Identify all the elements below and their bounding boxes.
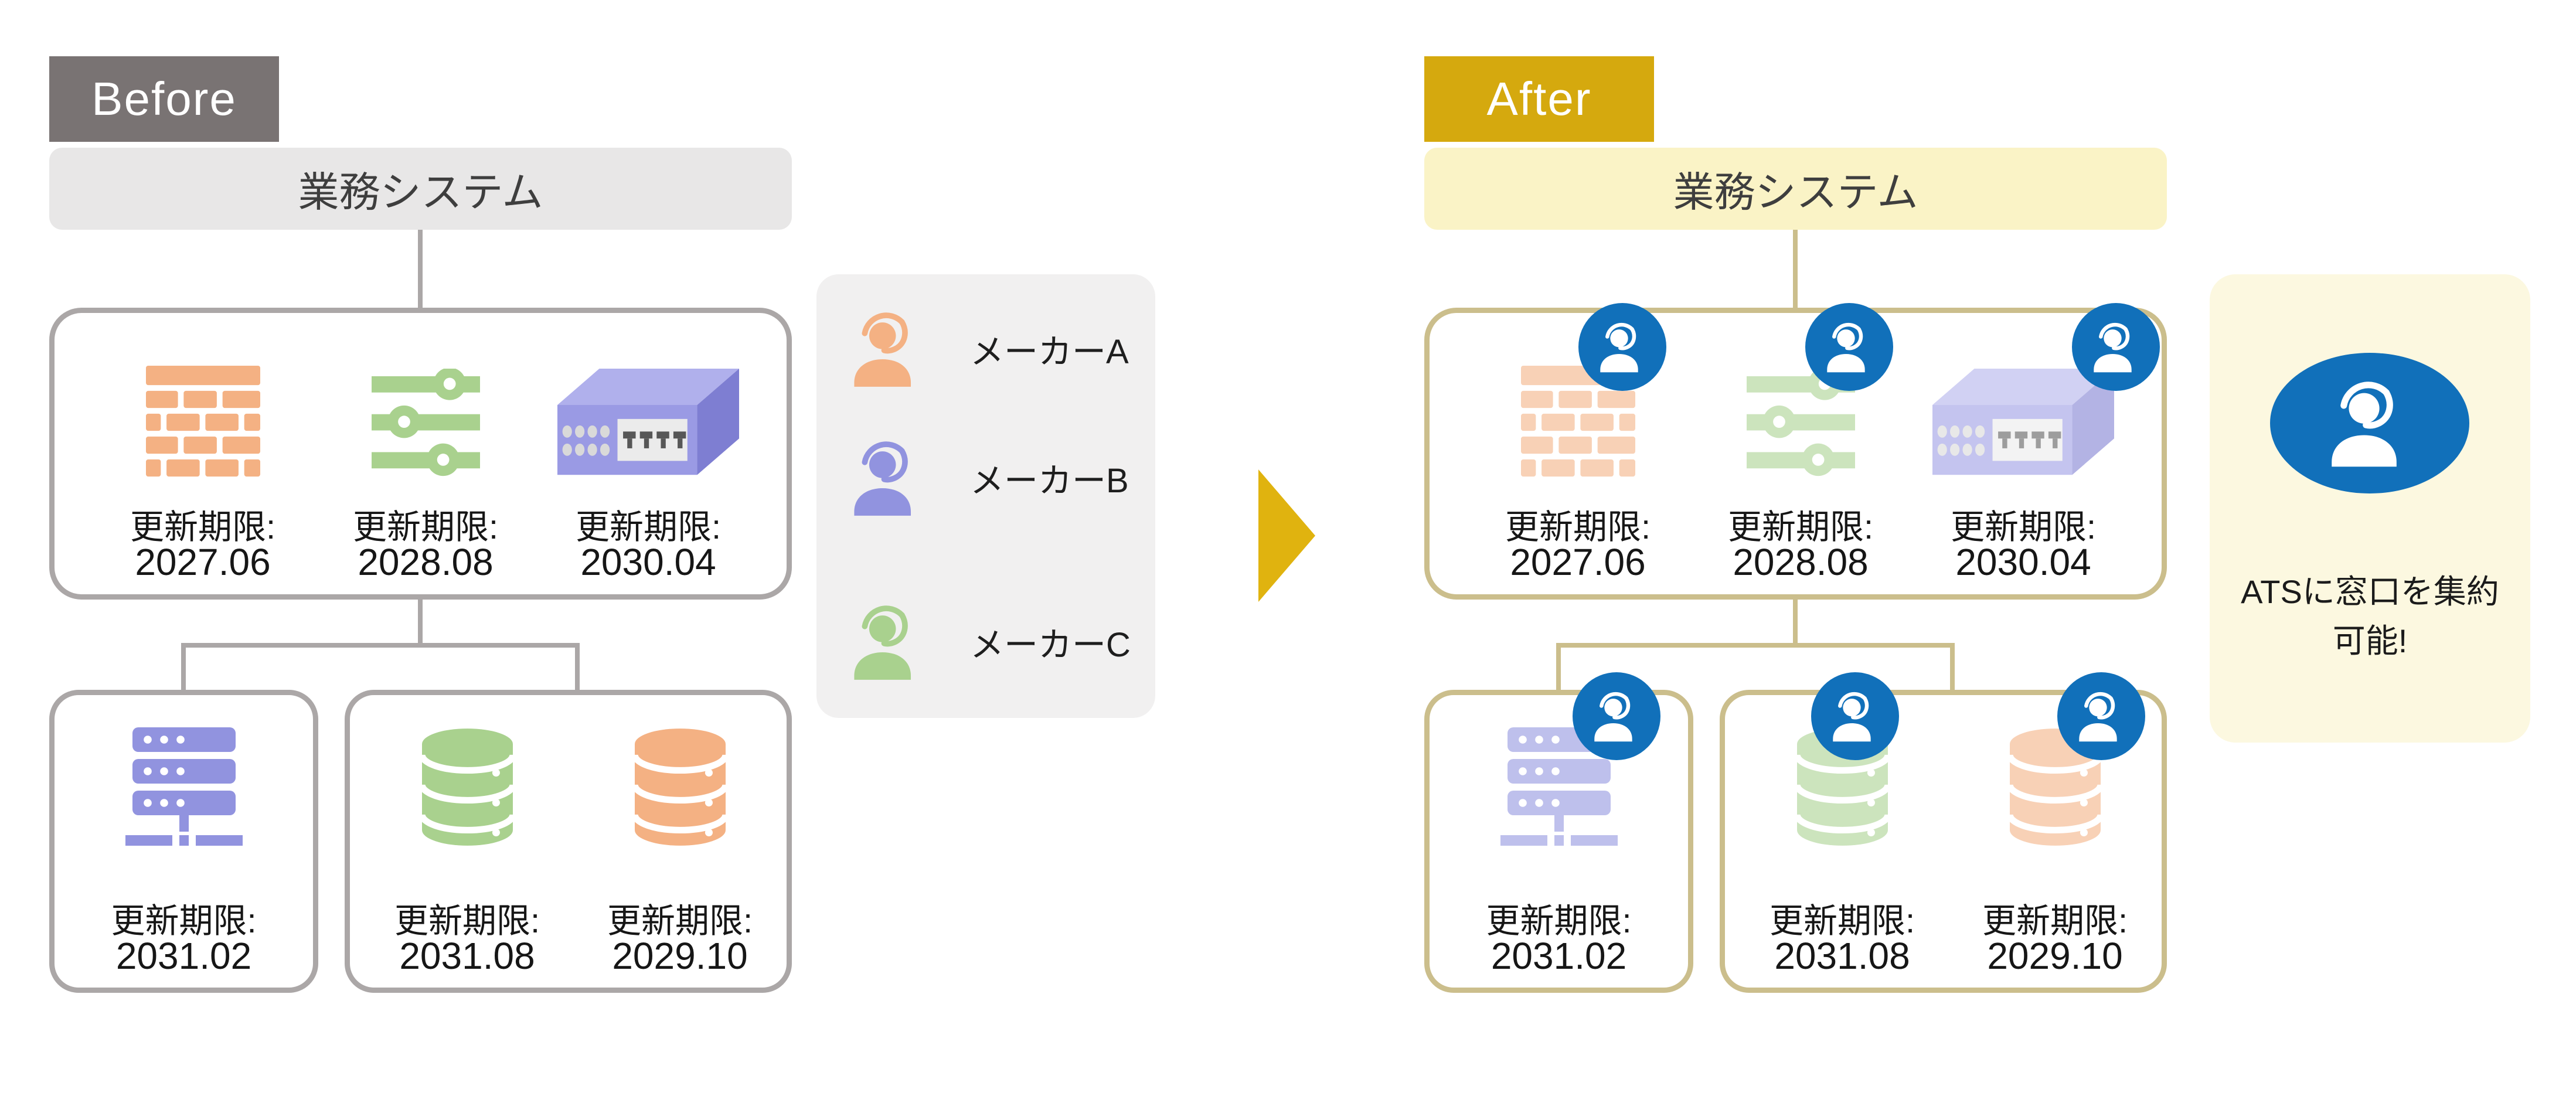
legend-item-label: メーカーA <box>970 333 1129 371</box>
deadline-value: 2029.10 <box>612 935 748 977</box>
after-firewall-node: 更新期限: 2027.06 <box>1466 313 1689 594</box>
support-badge-icon <box>1811 672 1899 760</box>
connector-line <box>575 645 580 692</box>
deadline-value: 2030.04 <box>1955 541 2091 583</box>
deadline-value: 2031.08 <box>399 935 535 977</box>
after-database-orange-node: 更新期限: 2029.10 <box>1949 695 2160 988</box>
deadline-label: 更新期限: <box>1727 508 1874 546</box>
support-agent-icon <box>847 308 928 389</box>
legend-item-label: メーカーB <box>970 462 1129 500</box>
ats-agent-icon <box>2270 353 2469 493</box>
before-main-box: 更新期限: 2027.06 更新期限: 2028.08 更新期限: 2030.0… <box>49 308 792 600</box>
support-badge-icon <box>1805 303 1893 391</box>
support-badge-icon <box>2057 672 2145 760</box>
legend-item-label: メーカーC <box>970 626 1131 664</box>
before-sub-box-left: 更新期限: 2031.02 <box>49 690 318 993</box>
connector-line <box>418 230 423 309</box>
network-switch-icon <box>537 360 760 486</box>
before-sub-box-right: 更新期限: 2031.08 更新期限: 2029.10 <box>345 690 792 993</box>
support-badge-icon <box>2072 303 2160 391</box>
after-system-header: 業務システム <box>1424 148 2167 230</box>
ats-note-line1: ATSに窓口を集約 <box>2241 573 2499 610</box>
before-firewall-node: 更新期限: 2027.06 <box>91 313 314 594</box>
legend-item-maker-c: メーカーC <box>847 592 1146 692</box>
before-system-header-text: 業務システム <box>298 169 543 215</box>
connector-line <box>1793 230 1798 309</box>
before-sliders-node: 更新期限: 2028.08 <box>314 313 537 594</box>
ats-note-line2: 可能! <box>2332 622 2408 659</box>
after-server-node: 更新期限: 2031.02 <box>1447 695 1670 988</box>
connector-line <box>1793 598 1798 645</box>
deadline-value: 2028.08 <box>1733 541 1869 583</box>
ats-panel: ATSに窓口を集約 可能! <box>2210 274 2530 743</box>
before-after-arrow-icon <box>1258 469 1315 602</box>
deadline-label: 更新期限: <box>130 508 276 546</box>
deadline-label: 更新期限: <box>607 902 753 940</box>
after-sub-box-right: 更新期限: 2031.08 更新期限: 2029.10 <box>1720 690 2167 993</box>
deadline-label: 更新期限: <box>394 902 540 940</box>
after-main-box: 更新期限: 2027.06 更新期限: 2028.08 更新期限: 2030.0… <box>1424 308 2167 600</box>
after-switch-node: 更新期限: 2030.04 <box>1912 313 2135 594</box>
deadline-value: 2029.10 <box>1987 935 2123 977</box>
connector-line <box>181 645 186 692</box>
before-label-chip: Before <box>49 56 279 142</box>
after-sliders-node: 更新期限: 2028.08 <box>1689 313 1912 594</box>
deadline-value: 2031.08 <box>1774 935 1910 977</box>
sliders-icon <box>314 360 537 486</box>
legend-panel: メーカーA メーカーB メーカーC <box>816 274 1155 718</box>
before-system-header: 業務システム <box>49 148 792 230</box>
deadline-label: 更新期限: <box>1982 902 2128 940</box>
deadline-label: 更新期限: <box>111 902 257 940</box>
before-database-orange-node: 更新期限: 2029.10 <box>574 695 785 988</box>
deadline-value: 2027.06 <box>1510 541 1646 583</box>
deadline-label: 更新期限: <box>352 508 499 546</box>
support-agent-icon <box>847 601 928 682</box>
server-icon <box>72 726 295 849</box>
legend-item-maker-a: メーカーA <box>847 299 1146 399</box>
deadline-value: 2031.02 <box>115 935 252 977</box>
after-label-chip: After <box>1424 56 1654 142</box>
deadline-value: 2028.08 <box>358 541 494 583</box>
after-database-green-node: 更新期限: 2031.08 <box>1737 695 1948 988</box>
before-database-green-node: 更新期限: 2031.08 <box>362 695 573 988</box>
connector-line <box>1556 643 1955 648</box>
connector-line <box>1556 645 1561 692</box>
deadline-label: 更新期限: <box>1950 508 2097 546</box>
connector-line <box>418 598 423 645</box>
deadline-label: 更新期限: <box>1769 902 1915 940</box>
connector-line <box>1950 645 1955 692</box>
connector-line <box>181 643 580 648</box>
deadline-label: 更新期限: <box>1486 902 1632 940</box>
firewall-icon <box>91 360 314 486</box>
firewall-icon <box>1466 360 1689 486</box>
database-icon-green <box>362 726 573 849</box>
deadline-value: 2027.06 <box>135 541 271 583</box>
support-badge-icon <box>1573 672 1660 760</box>
support-agent-icon <box>847 437 928 518</box>
legend-item-maker-b: メーカーB <box>847 428 1146 527</box>
support-badge-icon <box>1578 303 1666 391</box>
before-server-node: 更新期限: 2031.02 <box>72 695 295 988</box>
ats-note: ATSに窓口を集約 可能! <box>2210 567 2530 666</box>
before-switch-node: 更新期限: 2030.04 <box>537 313 760 594</box>
deadline-value: 2030.04 <box>580 541 716 583</box>
deadline-label: 更新期限: <box>1505 508 1651 546</box>
database-icon-orange <box>574 726 785 849</box>
after-system-header-text: 業務システム <box>1673 169 1918 215</box>
deadline-value: 2031.02 <box>1491 935 1627 977</box>
deadline-label: 更新期限: <box>575 508 722 546</box>
